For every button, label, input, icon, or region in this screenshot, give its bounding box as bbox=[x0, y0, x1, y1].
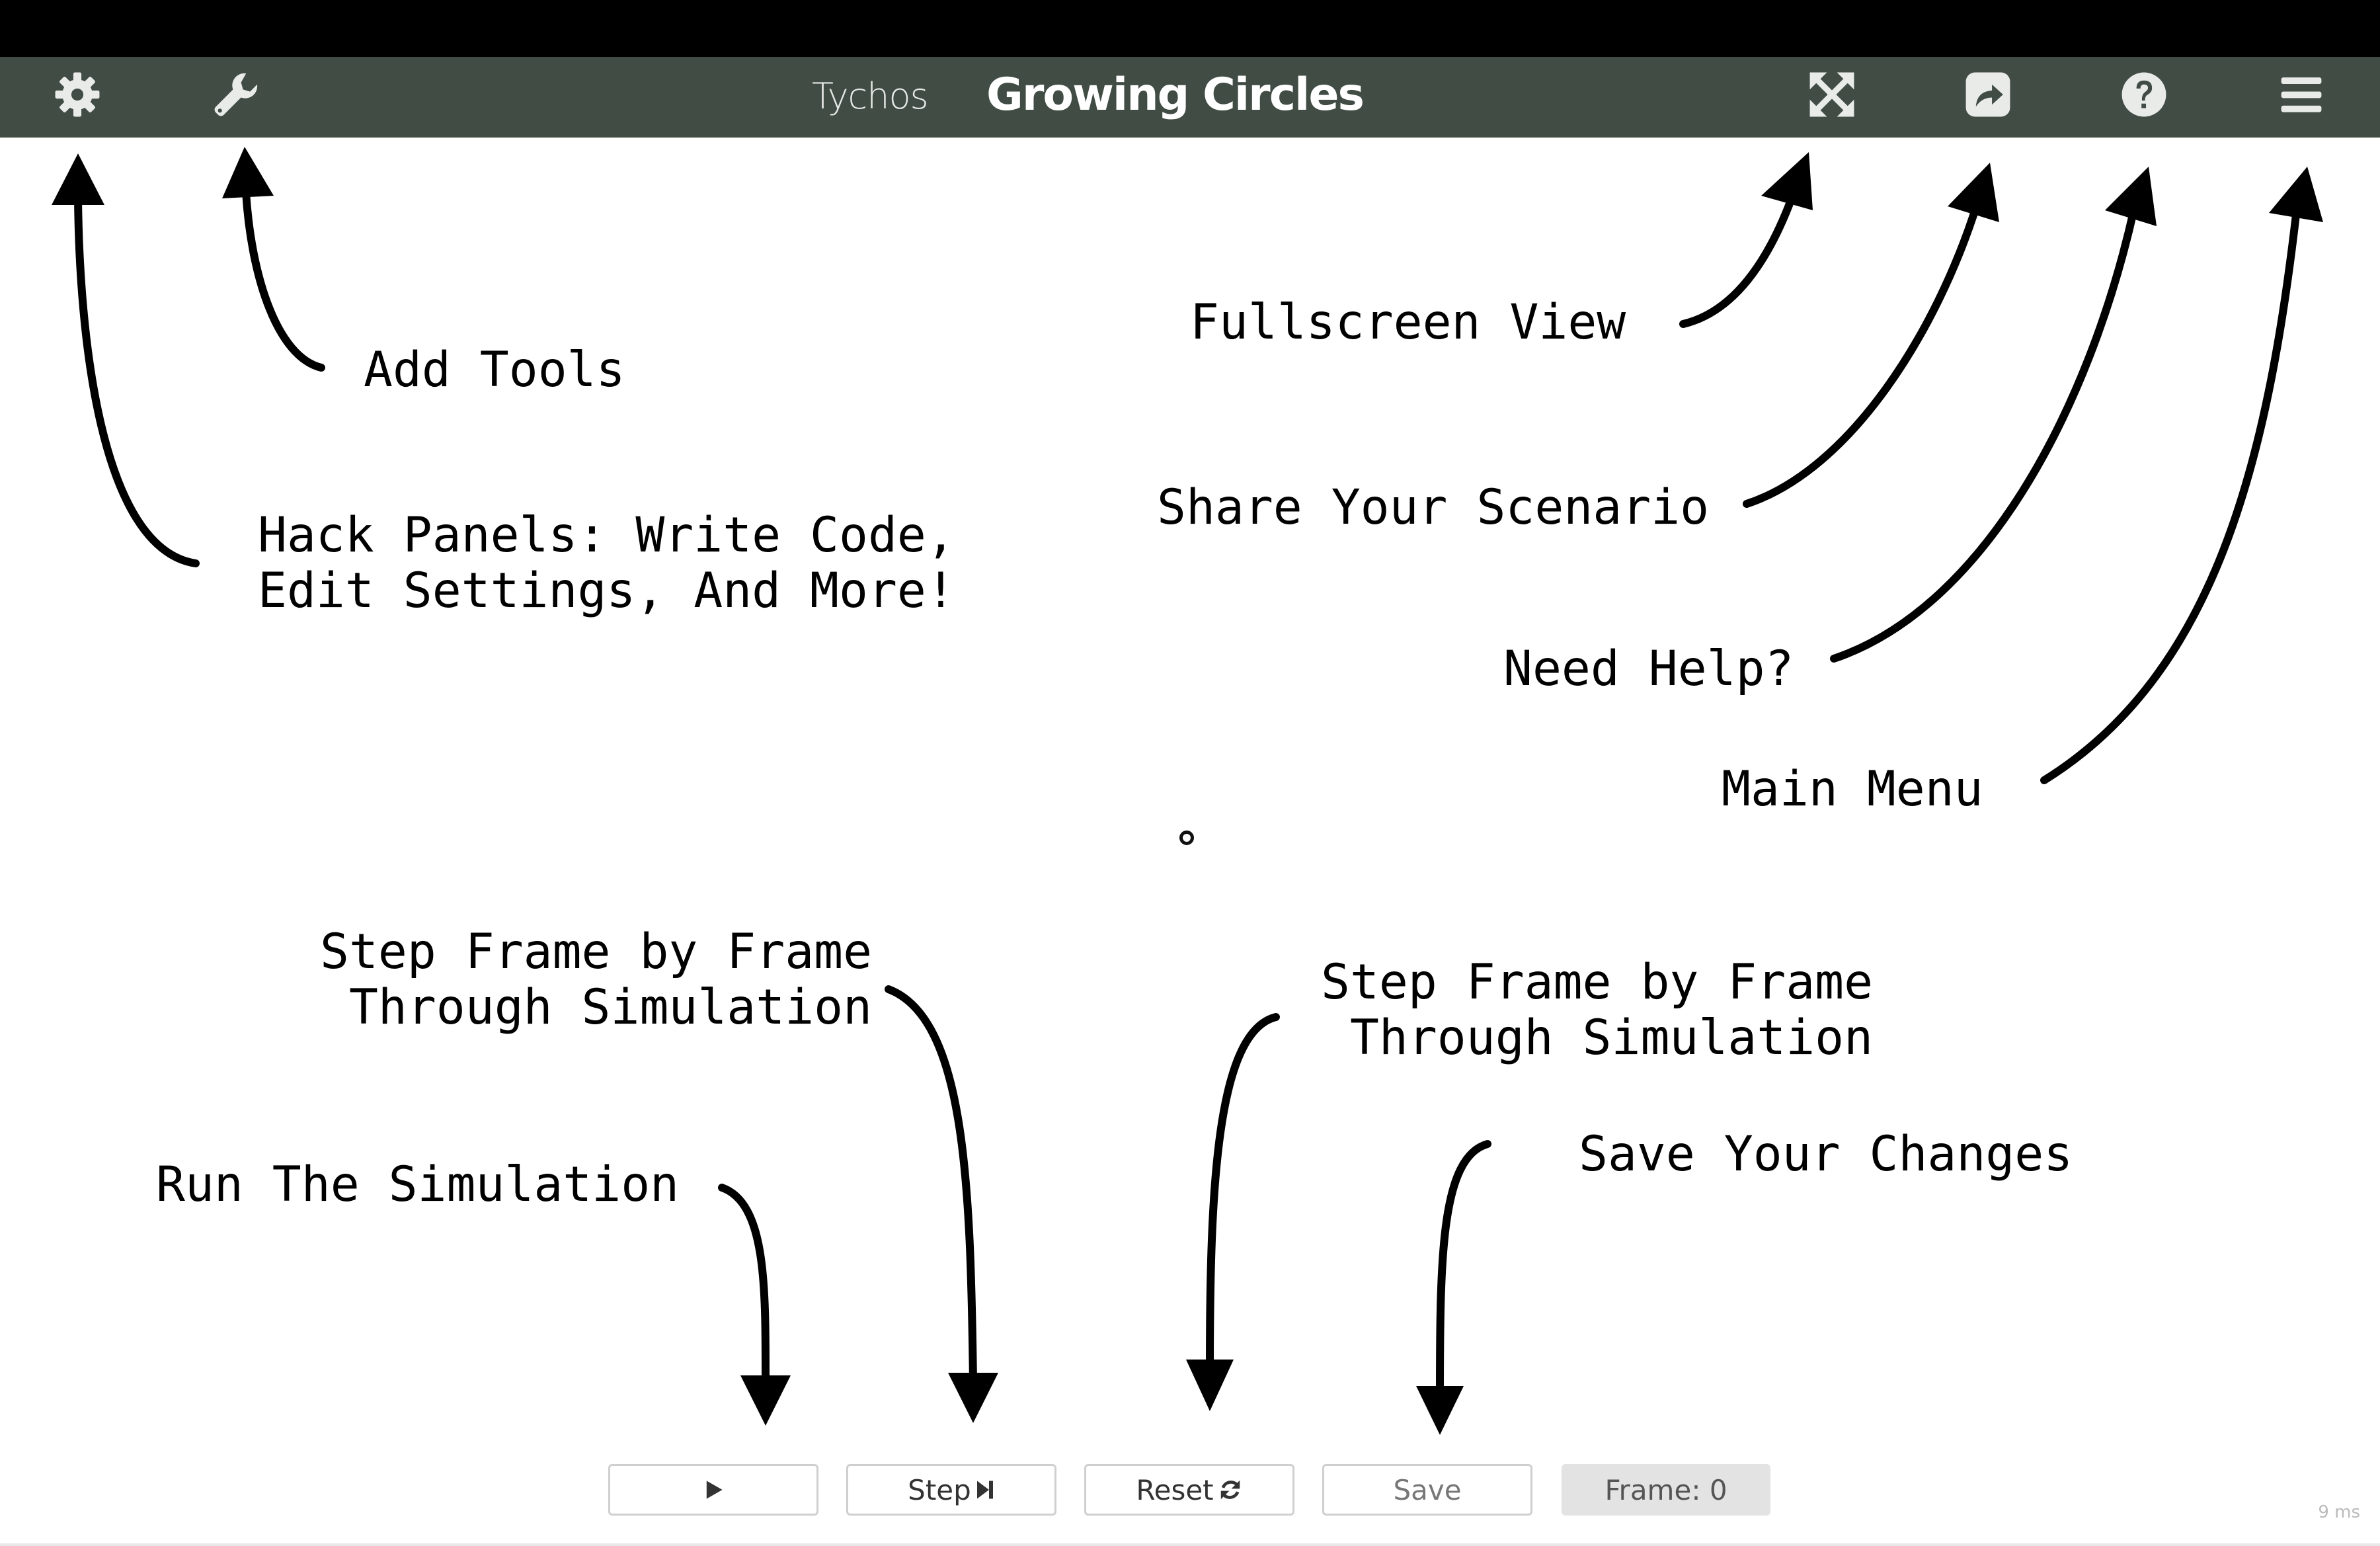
gear-icon-graphic bbox=[55, 72, 100, 117]
annotation-share: Share Your Scenario bbox=[1157, 479, 1710, 536]
annotation-run: Run The Simulation bbox=[156, 1157, 680, 1213]
frame-counter: Frame: 0 bbox=[1562, 1464, 1770, 1516]
arrowhead-step-left bbox=[948, 1373, 998, 1423]
wrench-icon[interactable] bbox=[206, 65, 266, 124]
save-button-label: Save bbox=[1393, 1473, 1462, 1506]
save-button[interactable]: Save bbox=[1322, 1464, 1532, 1516]
arrow-help bbox=[1830, 205, 2138, 663]
menu-icon-graphic bbox=[2281, 77, 2322, 112]
share-icon[interactable] bbox=[1958, 65, 2018, 124]
arrowhead-hack-panels bbox=[52, 153, 104, 205]
annotation-main-menu: Main Menu bbox=[1722, 761, 1983, 817]
arrowhead-add-tools bbox=[222, 147, 274, 198]
arrowhead-fullscreen bbox=[1761, 152, 1813, 210]
annotation-step-left: Step Frame by Frame Through Simulation bbox=[320, 924, 873, 1036]
timing-readout: 9 ms bbox=[2318, 1502, 2360, 1522]
arrow-main-menu bbox=[2040, 205, 2301, 784]
window-top-bar bbox=[0, 0, 2380, 57]
arrow-hack-panels bbox=[74, 194, 200, 567]
arrow-fullscreen bbox=[1679, 194, 1796, 328]
annotation-help: Need Help? bbox=[1503, 641, 1794, 697]
refresh-icon bbox=[1220, 1480, 1240, 1500]
annotation-add-tools: Add Tools bbox=[364, 342, 625, 398]
menu-icon[interactable] bbox=[2272, 65, 2331, 124]
annotation-step-right: Step Frame by Frame Through Simulation bbox=[1321, 954, 1874, 1066]
reset-button[interactable]: Reset bbox=[1084, 1464, 1294, 1516]
arrowhead-run bbox=[740, 1375, 791, 1426]
reset-button-label: Reset bbox=[1136, 1473, 1214, 1506]
arrowhead-share bbox=[1948, 163, 1999, 222]
help-icon[interactable] bbox=[2114, 65, 2174, 124]
frame-counter-label: Frame: 0 bbox=[1605, 1473, 1727, 1506]
arrow-step-left bbox=[885, 985, 977, 1386]
arrow-add-tools bbox=[242, 188, 325, 372]
expand-icon-graphic bbox=[1809, 72, 1854, 117]
play-icon bbox=[706, 1481, 723, 1499]
expand-icon[interactable] bbox=[1802, 65, 1862, 124]
arrow-save bbox=[1436, 1140, 1491, 1399]
arrow-share bbox=[1743, 201, 1981, 508]
brand-name: Tychos bbox=[812, 75, 929, 117]
simulation-circle bbox=[1179, 831, 1194, 845]
step-button[interactable]: Step bbox=[846, 1464, 1056, 1516]
wrench-icon-graphic bbox=[214, 73, 258, 116]
share-icon-graphic bbox=[1965, 72, 2010, 117]
arrowhead-save bbox=[1416, 1386, 1464, 1435]
gear-icon[interactable] bbox=[48, 65, 107, 124]
annotation-save: Save Your Changes bbox=[1579, 1126, 2073, 1182]
help-icon-graphic bbox=[2122, 72, 2166, 117]
arrowhead-help bbox=[2105, 167, 2157, 226]
step-button-label: Step bbox=[908, 1473, 971, 1506]
step-forward-icon bbox=[976, 1481, 993, 1499]
arrowhead-step-right bbox=[1186, 1360, 1234, 1411]
page-title: Growing Circles bbox=[986, 69, 1365, 121]
annotation-fullscreen: Fullscreen View bbox=[1190, 294, 1626, 350]
annotation-hack-panels: Hack Panels: Write Code, Edit Settings, … bbox=[258, 507, 955, 619]
arrowhead-main-menu bbox=[2269, 167, 2323, 222]
bottom-divider bbox=[0, 1543, 2380, 1546]
arrow-run bbox=[718, 1184, 770, 1389]
play-button[interactable] bbox=[608, 1464, 818, 1516]
arrow-step-right bbox=[1206, 1013, 1280, 1373]
